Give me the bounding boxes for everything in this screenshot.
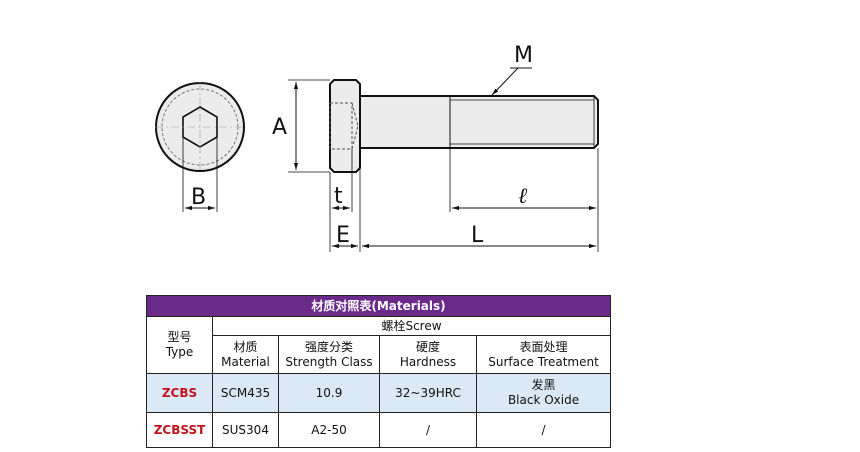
head-end-view: B xyxy=(155,82,245,212)
material-cell: SCM435 xyxy=(212,373,279,413)
surface-header: 表面处理 Surface Treatment xyxy=(475,335,612,374)
dimension-label-b: B xyxy=(191,185,206,210)
surface-cell: 发黑 Black Oxide xyxy=(475,373,612,413)
dimension-label-l-total: L xyxy=(471,223,484,248)
type-header-cn: 型号 xyxy=(167,330,192,344)
surface-cn: 发黑 xyxy=(531,378,556,392)
dimension-label-a: A xyxy=(272,115,287,140)
leader-line-m xyxy=(491,67,519,96)
strength-header: 强度分类 Strength Class xyxy=(278,335,380,374)
screw-side-view: M A t ℓ E L xyxy=(272,43,599,252)
table-row: ZCBSST SUS304 A2-50 / / xyxy=(146,412,612,448)
surface-header-cn: 表面处理 xyxy=(519,339,568,354)
table-row: ZCBS SCM435 10.9 32~39HRC 发黑 Black Oxide xyxy=(146,373,612,413)
hardness-cell: / xyxy=(379,412,477,448)
dimension-label-l-thread: ℓ xyxy=(518,184,528,209)
material-header: 材质 Material xyxy=(212,335,279,374)
type-header: 型号 Type xyxy=(146,316,213,374)
dimension-label-t: t xyxy=(334,184,343,209)
hardness-cell: 32~39HRC xyxy=(379,373,477,413)
table-title-row: 材质对照表(Materials) xyxy=(145,295,612,317)
type-cell: ZCBSST xyxy=(146,412,213,448)
material-cell: SUS304 xyxy=(212,412,279,448)
table-title: 材质对照表(Materials) xyxy=(145,295,612,317)
dimension-label-e: E xyxy=(336,223,350,248)
surface-header-en: Surface Treatment xyxy=(488,354,599,369)
table-group-row: 型号 Type 螺栓Screw xyxy=(146,316,612,374)
surface-en: Black Oxide xyxy=(507,393,580,407)
strength-header-en: Strength Class xyxy=(285,354,373,369)
strength-cell: 10.9 xyxy=(278,373,380,413)
surface-cell: / xyxy=(475,412,612,448)
strength-cell: A2-50 xyxy=(278,412,380,448)
hardness-header-en: Hardness xyxy=(399,354,457,369)
screw-head xyxy=(329,79,361,173)
screw-group-header: 螺栓Screw xyxy=(211,316,612,336)
hardness-header: 硬度 Hardness xyxy=(379,335,477,374)
screw-technical-drawing: B M A t ℓ E xyxy=(155,43,599,252)
type-cell: ZCBS xyxy=(146,373,213,413)
dimension-label-m: M xyxy=(514,43,533,68)
hidden-socket xyxy=(329,102,353,150)
type-header-en: Type xyxy=(165,345,194,359)
table-column-headers: 材质 Material 强度分类 Strength Class 硬度 Hardn… xyxy=(147,335,612,374)
materials-table: 材质对照表(Materials) 型号 Type 螺栓Screw 材质 Mate… xyxy=(145,295,612,448)
strength-header-cn: 强度分类 xyxy=(304,339,353,354)
screw-shank xyxy=(359,95,599,149)
hardness-header-cn: 硬度 xyxy=(415,339,440,354)
material-header-en: Material xyxy=(221,354,270,369)
material-header-cn: 材质 xyxy=(233,339,258,354)
